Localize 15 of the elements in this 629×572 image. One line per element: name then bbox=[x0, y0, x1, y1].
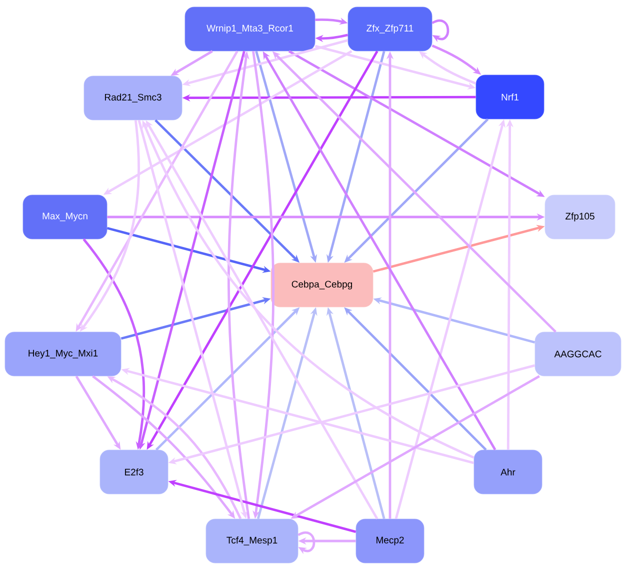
node-box: Nrf1 bbox=[476, 74, 544, 120]
node-box: E2f3 bbox=[100, 450, 168, 494]
arrow bbox=[432, 19, 450, 42]
arrow bbox=[298, 531, 316, 554]
node-box: Cebpa_Cebpg bbox=[270, 262, 374, 308]
node-box: Tcf4_Mesp1 bbox=[206, 518, 298, 564]
node-box: Ahr bbox=[474, 450, 542, 494]
node-box: Zfp105 bbox=[544, 194, 616, 240]
node-box: Rad21_Smc3 bbox=[84, 76, 182, 120]
node-box: AAGGCAC bbox=[534, 332, 622, 376]
node-box: Max_Mycn bbox=[22, 194, 108, 240]
node-box: Zfx_Zfp711 bbox=[348, 6, 432, 52]
node-box: Wrnip1_Mta3_Rcor1 bbox=[184, 6, 316, 52]
node-box: Mecp2 bbox=[356, 518, 424, 564]
node-box: Hey1_Myc_Mxi1 bbox=[4, 332, 122, 376]
